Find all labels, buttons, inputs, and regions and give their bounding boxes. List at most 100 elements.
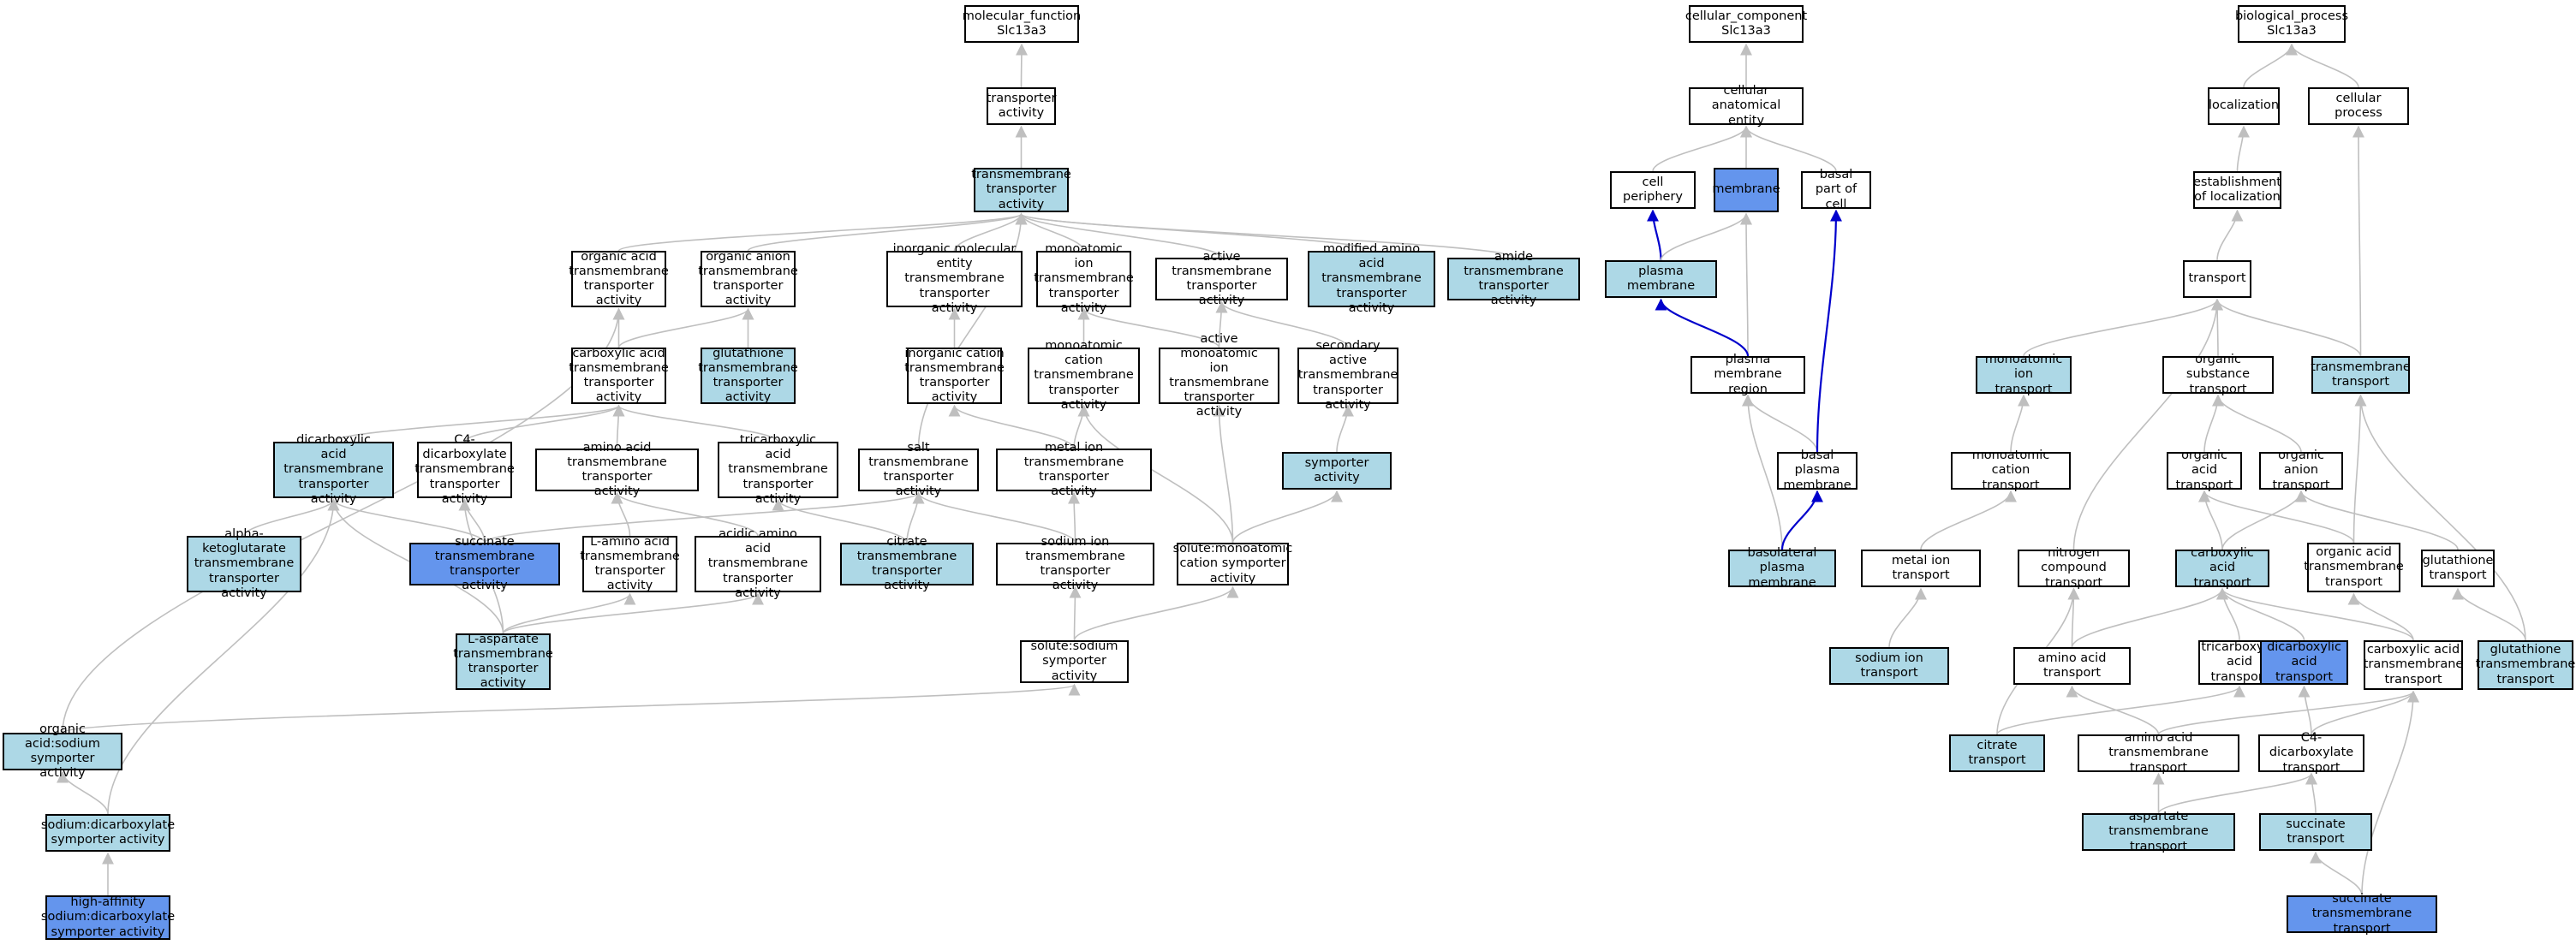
node-acidic-amino-tm[interactable]: acidic amino acid transmembrane transpor… [695,527,821,600]
node-glutathione-tm[interactable]: glutathione transmembrane transporter ac… [698,346,798,405]
edge-basolateral-pm-to-plasma-membrane-region [1742,394,1783,550]
edge-carboxylic-acid-tm-to-organic-anion-tm [617,307,754,348]
edge-c4-dicarboxylate-tm-to-carboxylic-acid-tm [463,404,625,443]
edge-carboxylic-acid-tm-transport-to-organic-acid-tm-transport [2347,592,2414,641]
node-organic-acid-tm[interactable]: organic acid transmembrane transporter a… [569,249,669,308]
node-plasma-membrane[interactable]: plasma membrane [1605,260,1717,298]
node-basal-plasma-membrane[interactable]: basal plasma membrane [1777,449,1857,492]
node-high-affinity[interactable]: high-affinity sodium:dicarboxylate sympo… [40,895,176,940]
node-carboxylic-acid-tm-transport[interactable]: carboxylic acid transmembrane transport [2364,640,2463,690]
node-dicarboxylic-transport[interactable]: dicarboxylic acid transport [2260,640,2348,685]
node-transport[interactable]: transport [2183,260,2251,298]
node-cell-periphery[interactable]: cell periphery [1610,171,1696,209]
edge-glutathione-tm-transport-to-glutathione-transport [2452,587,2526,641]
node-solute-monoatomic-symporter[interactable]: solute:monoatomic cation symporter activ… [1172,542,1293,585]
edge-secondary-active-to-active-tm [1215,300,1349,348]
edge-basolateral-pm-to-basal-plasma-membrane [1780,490,1823,550]
node-tricarboxylic-tm[interactable]: tricarboxylic acid transmembrane transpo… [718,433,838,506]
node-modified-amino-tm[interactable]: modified amino acid transmembrane transp… [1308,242,1435,315]
edge-cell-periphery-to-cellular-anatomical [1652,125,1752,172]
node-plasma-membrane-region[interactable]: plasma membrane region [1690,353,1805,396]
node-carboxylic-acid-tm[interactable]: carboxylic acid transmembrane transporte… [569,346,669,405]
edge-basal-part-to-cellular-anatomical [1740,125,1837,172]
node-succinate-tm-transport[interactable]: succinate transmembrane transport [2287,892,2437,936]
node-active-monoatomic-ion[interactable]: active monoatomic ion transmembrane tran… [1159,332,1279,419]
node-l-amino-acid-tm[interactable]: L-amino acid transmembrane transporter a… [580,534,680,593]
edge-nitrogen-compound-transport-to-transport [2072,298,2223,550]
edge-tricarboxylic-tm-to-carboxylic-acid-tm [612,404,779,443]
node-monoatomic-ion-transport[interactable]: monoatomic ion transport [1976,353,2072,396]
edge-solute-sodium-symporter-to-sodium-ion-tm [1069,585,1082,641]
node-amino-acid-tm[interactable]: amino acid transmembrane transporter act… [535,441,699,498]
node-succinate-transport[interactable]: succinate transport [2259,813,2372,851]
node-inorganic-molecular-tm[interactable]: inorganic molecular entity transmembrane… [886,242,1023,315]
node-carboxylic-acid-transport[interactable]: carboxylic acid transport [2175,546,2269,590]
node-aspartate-tm-transport[interactable]: aspartate transmembrane transport [2082,810,2235,853]
node-organic-acid-transport[interactable]: organic acid transport [2167,449,2242,492]
node-mf-root[interactable]: molecular_function Slc13a3 [963,5,1081,43]
node-citrate-tm[interactable]: citrate transmembrane transporter activi… [840,535,974,592]
node-cellular-anatomical[interactable]: cellular anatomical entity [1689,84,1804,128]
edge-c4-dicarboxylate-transport-to-dicarboxylic-transport [2298,685,2312,735]
node-inorganic-cation-tm[interactable]: inorganic cation transmembrane transport… [904,346,1005,405]
node-transporter-activity[interactable]: transporter activity [987,87,1056,125]
edge-organic-acid-tm-to-tm-transporter [617,212,1028,252]
node-transmembrane-transport[interactable]: transmembrane transport [2311,356,2411,394]
node-organic-anion-tm[interactable]: organic anion transmembrane transporter … [698,249,798,308]
node-monoatomic-cation-transport[interactable]: monoatomic cation transport [1951,449,2071,492]
node-l-aspartate-tm[interactable]: L-aspartate transmembrane transporter ac… [453,632,553,691]
node-c4-dicarboxylate-tm[interactable]: C4-dicarboxylate transmembrane transport… [414,433,515,506]
node-sodium-dicarboxylate[interactable]: sodium:dicarboxylate symporter activity [41,814,175,852]
node-succinate-tm[interactable]: succinate transmembrane transporter acti… [409,535,560,592]
node-active-tm[interactable]: active transmembrane transporter activit… [1155,250,1288,307]
node-amide-tm[interactable]: amide transmembrane transporter activity [1447,250,1580,307]
edge-localization-to-bp-root [2243,43,2298,88]
edge-amino-acid-tm-transport-to-amino-acid-transport [2066,685,2160,735]
edge-plasma-membrane-region-to-membrane [1740,212,1753,357]
edge-acidic-amino-tm-to-amino-acid-tm [611,491,759,537]
node-glutathione-tm-transport[interactable]: glutathione transmembrane transport [2476,640,2575,690]
node-secondary-active[interactable]: secondary active transmembrane transport… [1297,339,1398,412]
node-bp-root[interactable]: biological_process Slc13a3 [2235,5,2348,43]
edge-sodium-ion-transport-to-metal-ion-transport [1888,587,1927,648]
node-symporter[interactable]: symporter activity [1282,452,1392,490]
node-amino-acid-tm-transport[interactable]: amino acid transmembrane transport [2078,731,2239,775]
node-monoatomic-cation-tm[interactable]: monoatomic cation transmembrane transpor… [1028,339,1140,412]
node-metal-ion-transport[interactable]: metal ion transport [1861,550,1981,587]
node-alpha-kg-tm[interactable]: alpha-ketoglutarate transmembrane transp… [187,527,301,600]
node-membrane[interactable]: membrane [1712,168,1780,212]
node-organic-acid-sodium[interactable]: organic acid:sodium symporter activity [3,722,122,780]
edge-glutathione-transport-to-organic-anion-transport [2295,490,2459,550]
node-c4-dicarboxylate-transport[interactable]: C4-dicarboxylate transport [2258,731,2364,775]
node-solute-sodium-symporter[interactable]: solute:sodium symporter activity [1020,639,1129,683]
edge-succinate-tm-to-dicarboxylic-tm [327,498,486,544]
edge-succinate-tm-transport-to-carboxylic-acid-tm-transport [2361,690,2419,896]
node-glutathione-transport[interactable]: glutathione transport [2421,550,2495,587]
node-basolateral-pm[interactable]: basolateral plasma membrane [1728,546,1836,590]
node-monoatomic-ion-tm[interactable]: monoatomic ion transmembrane transporter… [1034,242,1134,315]
node-organic-anion-transport[interactable]: organic anion transport [2259,449,2343,492]
edge-organic-acid-tm-transport-to-transmembrane-transport [2352,394,2367,544]
node-organic-substance-transport[interactable]: organic substance transport [2162,353,2274,396]
edge-basal-plasma-membrane-to-basal-part [1816,209,1842,453]
node-cc-root[interactable]: cellular_component Slc13a3 [1685,5,1807,43]
edge-transmembrane-transport-to-cellular-process [2352,125,2365,357]
node-establishment-loc[interactable]: establishment of localization [2193,171,2281,209]
node-tm-transporter[interactable]: transmembrane transporter activity [971,168,1071,212]
node-basal-part[interactable]: basal part of cell [1801,168,1871,211]
node-salt-tm[interactable]: salt transmembrane transporter activity [858,441,979,498]
node-sodium-ion-tm[interactable]: sodium ion transmembrane transporter act… [996,535,1154,592]
node-organic-acid-tm-transport[interactable]: organic acid transmembrane transport [2304,543,2404,592]
node-metal-ion-tm[interactable]: metal ion transmembrane transporter acti… [996,441,1152,498]
node-sodium-ion-transport[interactable]: sodium ion transport [1829,647,1949,685]
node-amino-acid-transport[interactable]: amino acid transport [2013,647,2131,685]
node-dicarboxylic-tm[interactable]: dicarboxylic acid transmembrane transpor… [273,433,394,506]
edge-carboxylic-acid-transport-to-organic-acid-transport [2198,490,2223,550]
edge-sodium-dicarboxylate-to-organic-acid-sodium [57,770,109,815]
node-nitrogen-compound-transport[interactable]: nitrogen compound transport [2018,546,2130,590]
edge-l-aspartate-tm-to-acidic-amino-tm [502,592,764,634]
node-localization[interactable]: localization [2208,87,2280,125]
node-cellular-process[interactable]: cellular process [2308,87,2409,125]
node-citrate-transport[interactable]: citrate transport [1949,734,2045,772]
edge-succinate-transport-to-c4-dicarboxylate-transport [2305,772,2318,814]
